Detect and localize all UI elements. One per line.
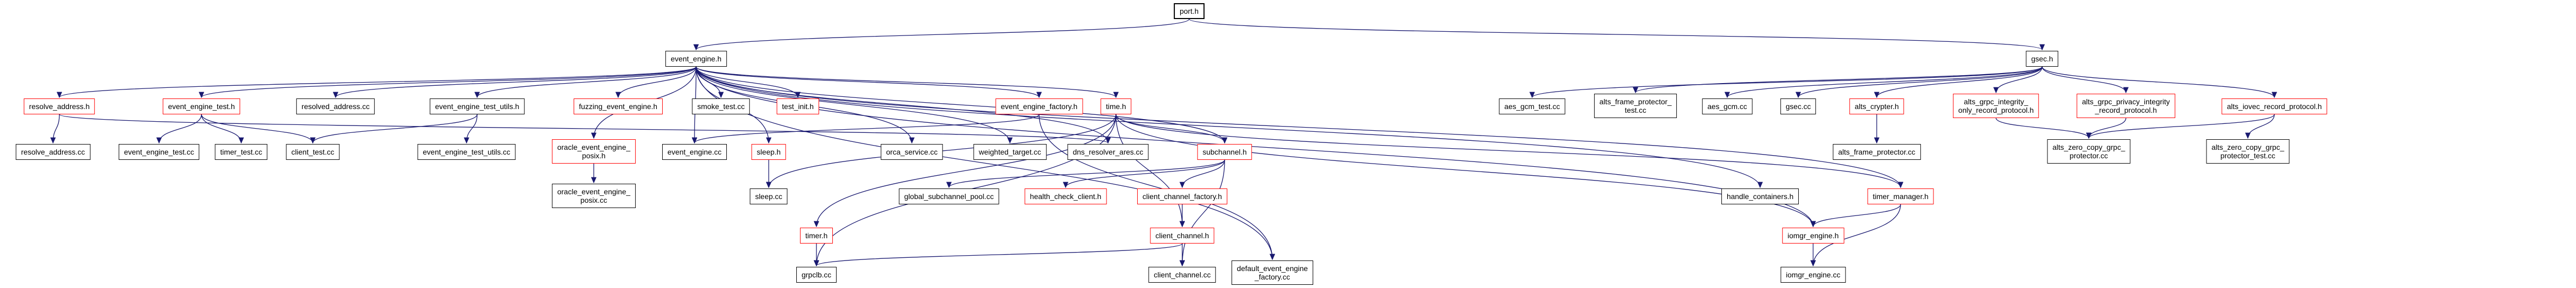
graph-node-resolve_address_h[interactable]: resolve_address.h bbox=[23, 98, 95, 114]
graph-node-event_engine_test_cc[interactable]: event_engine_test.cc bbox=[118, 144, 200, 160]
graph-node-event_engine_test_utils_h[interactable]: event_engine_test_utils.h bbox=[429, 98, 525, 114]
edge-event_engine_h-to-event_engine_test_utils_h bbox=[474, 66, 697, 98]
graph-node-health_check_client_h[interactable]: health_check_client.h bbox=[1024, 188, 1107, 204]
graph-node-subchannel_h[interactable]: subchannel.h bbox=[1197, 144, 1252, 160]
graph-node-aes_gcm_cc[interactable]: aes_gcm.cc bbox=[1702, 98, 1753, 114]
graph-node-alts_iovec_record_protocol_h[interactable]: alts_iovec_record_protocol.h bbox=[2221, 98, 2327, 114]
graph-node-client_channel_cc[interactable]: client_channel.cc bbox=[1148, 267, 1216, 283]
graph-node-weighted_target_cc[interactable]: weighted_target.cc bbox=[973, 144, 1047, 160]
edge-event_engine_h-to-handle_containers_h bbox=[696, 66, 1763, 188]
edge-event_engine_test_h-to-timer_test_cc bbox=[201, 114, 244, 144]
edge-alts_iovec_record_protocol_h-to-alts_zero_copy_grpc_protector_cc bbox=[2086, 114, 2275, 139]
graph-node-dns_resolver_ares_cc[interactable]: dns_resolver_ares.cc bbox=[1067, 144, 1149, 160]
edge-client_channel_h-to-grpclb_cc bbox=[814, 243, 1183, 267]
graph-node-timer_test_cc[interactable]: timer_test.cc bbox=[215, 144, 268, 160]
edge-alts_grpc_integrity_only_record_protocol_h-to-alts_zero_copy_grpc_protector_cc bbox=[1995, 118, 2092, 139]
edge-gsec_h-to-gsec_cc bbox=[1795, 66, 2043, 98]
graph-node-client_test_cc[interactable]: client_test.cc bbox=[286, 144, 340, 160]
graph-node-timer_manager_h[interactable]: timer_manager.h bbox=[1867, 188, 1934, 204]
graph-node-time_h[interactable]: time.h bbox=[1100, 98, 1132, 114]
graph-node-gsec_cc[interactable]: gsec.cc bbox=[1780, 98, 1816, 114]
edge-timer_manager_h-to-iomgr_engine_h bbox=[1810, 204, 1901, 228]
edge-subchannel_h-to-health_check_client_h bbox=[1062, 159, 1225, 188]
edge-port_h-to-event_engine_h bbox=[693, 19, 1190, 51]
graph-node-resolve_address_cc[interactable]: resolve_address.cc bbox=[15, 144, 91, 160]
edge-gsec_h-to-aes_gcm_test_cc bbox=[1529, 66, 2043, 98]
edge-event_engine_h-to-test_init_h bbox=[696, 66, 801, 98]
edge-event_engine_h-to-iomgr_engine_h bbox=[696, 66, 1816, 228]
edge-subchannel_h-to-client_channel_cc bbox=[1179, 159, 1225, 267]
graph-node-oracle_event_engine_posix_h[interactable]: oracle_event_engine_ posix.h bbox=[552, 139, 636, 164]
edge-event_engine_h-to-event_engine_test_h bbox=[199, 66, 697, 98]
graph-node-event_engine_h[interactable]: event_engine.h bbox=[665, 51, 727, 67]
edge-event_engine_test_utils_h-to-event_engine_test_utils_cc bbox=[463, 114, 478, 144]
graph-node-default_event_engine_factory_cc[interactable]: default_event_engine _factory.cc bbox=[1232, 260, 1313, 285]
graph-node-alts_grpc_privacy_integrity_record_protocol_h[interactable]: alts_grpc_privacy_integrity _record_prot… bbox=[2077, 94, 2175, 118]
graph-node-alts_crypter_h[interactable]: alts_crypter.h bbox=[1849, 98, 1904, 114]
edge-event_engine_h-to-event_engine_factory_h bbox=[696, 66, 1042, 98]
edge-event_engine_h-to-time_h bbox=[696, 66, 1119, 98]
graph-node-timer_h[interactable]: timer.h bbox=[799, 228, 833, 244]
graph-node-fuzzing_event_engine_h[interactable]: fuzzing_event_engine.h bbox=[574, 98, 663, 114]
edge-event_engine_factory_h-to-event_engine_cc bbox=[692, 114, 1040, 144]
edge-event_engine_h-to-timer_manager_h bbox=[696, 66, 1904, 188]
graph-node-alts_frame_protector_cc[interactable]: alts_frame_protector.cc bbox=[1833, 144, 1921, 160]
graph-node-aes_gcm_test_cc[interactable]: aes_gcm_test.cc bbox=[1499, 98, 1566, 114]
graph-node-grpclb_cc[interactable]: grpclb.cc bbox=[796, 267, 837, 283]
graph-node-port_h[interactable]: port.h bbox=[1174, 3, 1205, 19]
graph-node-event_engine_test_utils_cc[interactable]: event_engine_test_utils.cc bbox=[417, 144, 516, 160]
edge-alts_grpc_privacy_integrity_record_protocol_h-to-alts_zero_copy_grpc_protector_cc bbox=[2086, 118, 2126, 139]
edge-gsec_h-to-alts_crypter_h bbox=[1874, 66, 2043, 98]
graph-node-smoke_test_cc[interactable]: smoke_test.cc bbox=[692, 98, 750, 114]
edge-port_h-to-gsec_h bbox=[1189, 19, 2045, 51]
graph-node-test_init_h[interactable]: test_init.h bbox=[777, 98, 819, 114]
edge-alts_iovec_record_protocol_h-to-alts_zero_copy_grpc_protector_test_cc bbox=[2245, 114, 2275, 139]
edge-event_engine_test_h-to-event_engine_test_cc bbox=[156, 114, 202, 144]
graph-node-event_engine_test_h[interactable]: event_engine_test.h bbox=[162, 98, 241, 114]
graph-node-iomgr_engine_h[interactable]: iomgr_engine.h bbox=[1782, 228, 1844, 244]
graph-node-orca_service_cc[interactable]: orca_service.cc bbox=[881, 144, 943, 160]
graph-node-iomgr_engine_cc[interactable]: iomgr_engine.cc bbox=[1780, 267, 1846, 283]
edge-gsec_h-to-alts_frame_protector_test_cc bbox=[1633, 66, 2043, 94]
edge-event_engine_h-to-weighted_target_cc bbox=[696, 66, 1013, 144]
graph-node-client_channel_h[interactable]: client_channel.h bbox=[1150, 228, 1215, 244]
edge-gsec_h-to-alts_iovec_record_protocol_h bbox=[2042, 66, 2278, 98]
edge-time_h-to-iomgr_engine_h bbox=[1115, 114, 1816, 228]
edge-subchannel_h-to-global_subchannel_pool_cc bbox=[946, 159, 1225, 188]
edge-event_engine_h-to-resolve_address_h bbox=[57, 66, 697, 98]
graph-node-alts_zero_copy_grpc_protector_cc[interactable]: alts_zero_copy_grpc_ protector.cc bbox=[2047, 139, 2131, 164]
edge-event_engine_h-to-resolved_address_cc bbox=[333, 66, 697, 98]
graph-node-sleep_h[interactable]: sleep.h bbox=[751, 144, 786, 160]
edge-gsec_h-to-alts_grpc_privacy_integrity_record_protocol_h bbox=[2042, 66, 2129, 94]
graph-node-event_engine_cc[interactable]: event_engine.cc bbox=[662, 144, 727, 160]
edge-gsec_h-to-alts_grpc_integrity_only_record_protocol_h bbox=[1993, 66, 2043, 94]
edge-event_engine_h-to-subchannel_h bbox=[696, 66, 1228, 144]
edge-event_engine_h-to-fuzzing_event_engine_h bbox=[615, 66, 697, 98]
edge-gsec_h-to-aes_gcm_cc bbox=[1724, 66, 2043, 98]
edge-event_engine_test_h-to-client_test_cc bbox=[201, 114, 316, 144]
edge-event_engine_h-to-dns_resolver_ares_cc bbox=[696, 66, 1111, 144]
edge-timer_manager_h-to-iomgr_engine_cc bbox=[1810, 204, 1901, 267]
graph-node-alts_zero_copy_grpc_protector_test_cc[interactable]: alts_zero_copy_grpc_ protector_test.cc bbox=[2206, 139, 2290, 164]
graph-node-global_subchannel_pool_cc[interactable]: global_subchannel_pool.cc bbox=[899, 188, 999, 204]
edge-subchannel_h-to-client_channel_factory_h bbox=[1179, 159, 1225, 188]
graph-node-sleep_cc[interactable]: sleep.cc bbox=[750, 188, 788, 204]
graph-node-alts_frame_protector_test_cc[interactable]: alts_frame_protector_ test.cc bbox=[1594, 94, 1677, 118]
graph-node-alts_grpc_integrity_only_record_protocol_h[interactable]: alts_grpc_integrity_ only_record_protoco… bbox=[1953, 94, 2039, 118]
edge-resolve_address_h-to-dns_resolver_ares_cc bbox=[59, 114, 1111, 144]
graph-node-client_channel_factory_h[interactable]: client_channel_factory.h bbox=[1137, 188, 1227, 204]
edge-time_h-to-timer_manager_h bbox=[1115, 114, 1903, 188]
graph-node-event_engine_factory_h[interactable]: event_engine_factory.h bbox=[995, 98, 1083, 114]
edge-time_h-to-timer_h bbox=[813, 114, 1116, 228]
graph-node-gsec_h[interactable]: gsec.h bbox=[2026, 51, 2059, 67]
edge-event_engine_test_utils_h-to-client_test_cc bbox=[310, 114, 478, 144]
graph-node-resolved_address_cc[interactable]: resolved_address.cc bbox=[296, 98, 375, 114]
edge-resolve_address_h-to-resolve_address_cc bbox=[50, 114, 60, 144]
graph-node-oracle_event_engine_posix_cc[interactable]: oracle_event_engine_ posix.cc bbox=[552, 184, 636, 208]
edge-event_engine_factory_h-to-default_event_engine_factory_cc bbox=[1039, 114, 1276, 260]
graph-node-handle_containers_h[interactable]: handle_containers.h bbox=[1721, 188, 1799, 204]
